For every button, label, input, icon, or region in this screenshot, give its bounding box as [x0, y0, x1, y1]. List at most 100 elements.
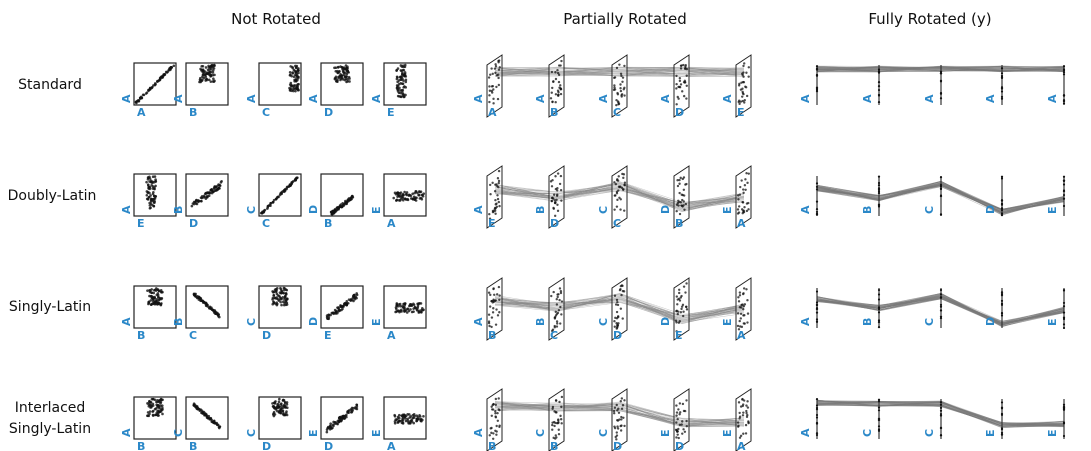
scatter-point: [297, 67, 300, 70]
scatter-point: [339, 305, 343, 309]
scatter-point: [559, 291, 563, 295]
scatter-point: [393, 413, 396, 417]
scatter-point: [497, 285, 501, 289]
scatter-point: [289, 81, 293, 85]
scatterplot-frame: [133, 173, 177, 217]
scatter-point: [558, 400, 561, 404]
axis-point: [1000, 74, 1004, 78]
rotated-plot-2-4: AE: [721, 277, 752, 342]
scatter-point: [408, 304, 411, 308]
scatter-point: [495, 424, 498, 428]
scatter-point: [494, 71, 497, 75]
scatter-point: [397, 82, 401, 86]
axis-point: [1000, 207, 1004, 210]
scatter-point: [194, 199, 198, 202]
parallel-axis-0-1: A: [861, 65, 881, 105]
scatterplot-frame: [383, 285, 427, 329]
scatter-point: [737, 205, 741, 208]
axis-point: [939, 72, 943, 75]
parallel-line: [494, 182, 745, 211]
scatterplot-0-1: BA: [172, 62, 229, 119]
scatter-point: [336, 65, 340, 69]
scatter-point: [345, 415, 348, 419]
rotated-plot-3-1: BC: [534, 388, 565, 451]
scatter-point: [405, 311, 409, 314]
scatter-point: [551, 328, 555, 331]
scatter-point: [334, 66, 338, 70]
scatter-point: [488, 217, 492, 220]
scatter-point: [495, 430, 498, 433]
scatter-point: [157, 404, 161, 407]
parallel-axis-2-3: D: [984, 288, 1004, 328]
scatter-point: [292, 84, 296, 87]
rotated-frame: [735, 388, 752, 451]
scatter-point: [555, 312, 559, 316]
x-axis-label: A: [737, 329, 746, 342]
axis-point: [815, 397, 819, 401]
scatter-point: [294, 74, 298, 77]
scatter-point: [745, 409, 748, 413]
axis-point: [1062, 301, 1066, 305]
axis-point: [1000, 312, 1004, 315]
axis-point: [1062, 288, 1066, 292]
scatter-point: [556, 295, 559, 299]
scatter-point: [551, 421, 554, 424]
scatter-point: [345, 69, 349, 72]
scatter-point: [409, 308, 412, 311]
scatter-point: [330, 311, 334, 315]
scatter-point: [405, 191, 409, 194]
y-axis-label: D: [307, 317, 320, 326]
rotated-plot-0-0: AA: [472, 54, 503, 119]
scatter-point: [682, 94, 686, 98]
axis-point: [1062, 311, 1066, 314]
scatter-point: [284, 291, 288, 295]
scatter-point: [556, 189, 559, 192]
scatter-point: [158, 76, 162, 80]
scatter-point: [151, 175, 155, 179]
axis-point: [877, 321, 881, 324]
scatter-point: [743, 205, 746, 209]
scatter-point: [675, 421, 678, 424]
parallel-line: [494, 297, 745, 319]
axis-point: [877, 93, 881, 96]
scatter-point: [559, 414, 562, 418]
axis-label: D: [984, 205, 997, 214]
scatter-point: [212, 67, 216, 70]
scatter-point: [160, 398, 163, 401]
scatter-point: [556, 209, 560, 213]
scatterplot-frame: [185, 285, 229, 329]
scatter-point: [334, 75, 338, 79]
scatter-point: [342, 204, 346, 207]
scatter-point: [399, 309, 402, 313]
scatter-point: [494, 409, 497, 413]
scatter-point: [747, 421, 750, 424]
scatter-point: [738, 193, 742, 196]
scatter-point: [491, 403, 494, 407]
axis-point: [877, 425, 881, 428]
scatter-point: [550, 196, 554, 200]
scatter-point: [678, 413, 681, 416]
scatter-point: [555, 320, 559, 323]
axis-point: [939, 80, 943, 83]
scatter-point: [217, 187, 221, 190]
scatter-point: [492, 298, 495, 301]
scatter-point: [412, 421, 416, 425]
scatter-point: [342, 68, 346, 71]
scatter-point: [554, 175, 557, 178]
scatter-point: [559, 322, 562, 325]
axis-point: [1000, 427, 1004, 430]
scatter-point: [393, 191, 397, 195]
axis-point: [877, 406, 881, 409]
scatter-point: [620, 93, 624, 96]
parallel-axis-0-3: A: [984, 65, 1004, 105]
scatter-point: [207, 414, 211, 418]
axis-point: [1062, 323, 1066, 326]
scatter-point: [737, 84, 741, 87]
scatter-point: [489, 293, 492, 297]
scatter-point: [677, 204, 680, 207]
scatter-point: [616, 198, 619, 202]
scatter-point: [339, 203, 343, 206]
scatter-point: [399, 89, 402, 92]
x-axis-label: A: [488, 106, 497, 119]
scatter-point: [153, 288, 156, 292]
